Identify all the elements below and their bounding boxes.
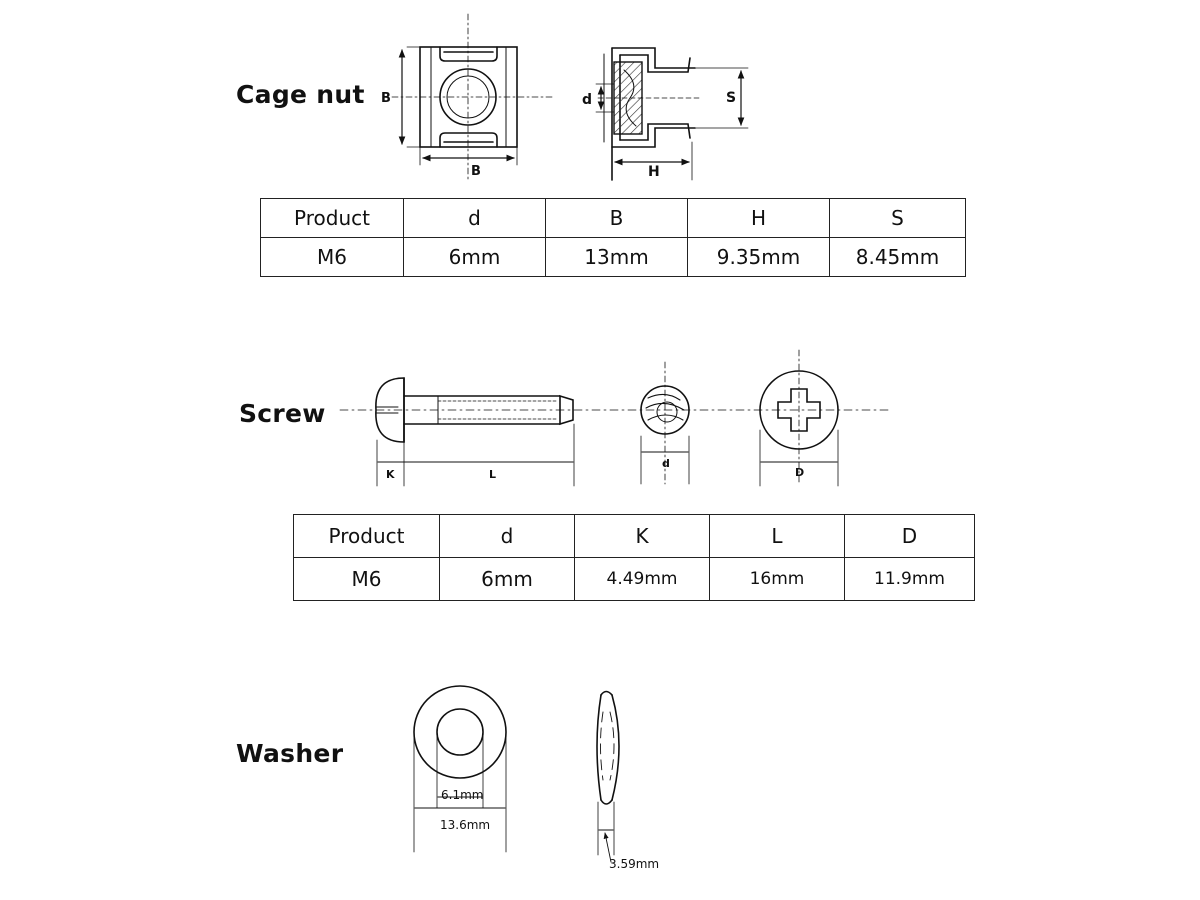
screw-side-view [339,377,891,487]
cell-product: M6 [293,557,440,601]
screw-dim-k: K [386,468,395,481]
screw-spec-table: Product d K L D M6 6mm 4.49mm 16mm 11.9m… [293,514,975,601]
cage-nut-front-view [391,13,553,181]
screw-head-top-view [759,349,839,487]
cage-nut-dim-b-bottom: B [471,164,481,179]
cage-nut-spec-table: Product d B H S M6 6mm 13mm 9.35mm 8.45m… [260,198,966,277]
cell-d: 6mm [439,557,575,601]
washer-dim-thickness: 3.59mm [609,857,659,871]
cell-s: 8.45mm [829,237,966,277]
header-cell-product: Product [260,198,404,238]
cell-k: 4.49mm [574,557,710,601]
table-row: M6 6mm 4.49mm 16mm 11.9mm [293,557,975,601]
cell-h: 9.35mm [687,237,830,277]
header-cell-product: Product [293,514,440,558]
washer-dim-inner: 6.1mm [441,788,483,802]
screw-title: Screw [239,399,326,428]
cage-nut-dim-s: S [726,90,736,106]
table-header-row: Product d K L D [293,514,975,558]
cell-product: M6 [260,237,404,277]
cell-d: 6mm [403,237,546,277]
table-row: M6 6mm 13mm 9.35mm 8.45mm [260,237,966,277]
washer-title: Washer [236,739,344,768]
table-header-row: Product d B H S [260,198,966,238]
header-cell-h: H [687,198,830,238]
screw-dim-l: L [489,468,496,481]
header-cell-l: L [709,514,845,558]
washer-side-view [596,690,620,863]
header-cell-d-head: D [844,514,975,558]
cell-d-head: 11.9mm [844,557,975,601]
screw-dim-d: d [662,457,670,470]
cage-nut-dim-d: d [582,92,592,108]
cage-nut-dim-b-side: B [381,91,391,106]
header-cell-d: d [439,514,575,558]
cell-b: 13mm [545,237,688,277]
washer-dim-outer: 13.6mm [440,818,490,832]
cage-nut-dim-h: H [648,164,660,180]
header-cell-s: S [829,198,966,238]
screw-dim-head-d: D [795,466,804,479]
header-cell-b: B [545,198,688,238]
cage-nut-side-view [595,47,749,181]
header-cell-d: d [403,198,546,238]
cell-l: 16mm [709,557,845,601]
cage-nut-title: Cage nut [236,80,365,109]
header-cell-k: K [574,514,710,558]
screw-cross-section [640,361,690,485]
washer-front-view [413,685,507,853]
